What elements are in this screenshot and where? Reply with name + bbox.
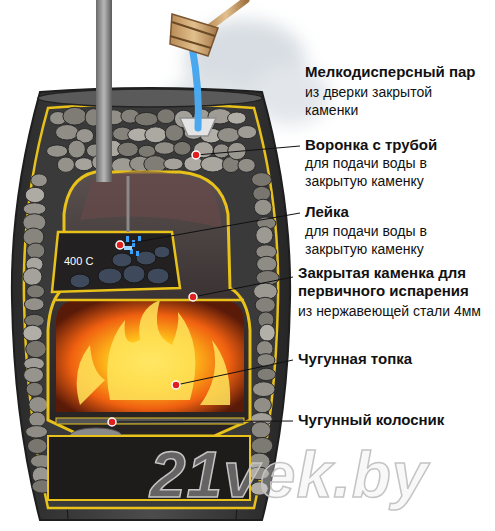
inner-chamber — [48, 172, 250, 436]
stone — [24, 298, 44, 311]
stone — [47, 145, 68, 157]
stone — [75, 158, 94, 171]
callout-dots — [108, 151, 200, 426]
label-heading: Чугунный колосник — [298, 411, 488, 429]
stone — [57, 157, 74, 172]
label-heading: Воронка с трубой — [305, 136, 487, 154]
barrel-rim — [38, 89, 262, 107]
stone — [27, 243, 45, 259]
stone — [25, 187, 45, 202]
stone — [56, 125, 79, 141]
water-drops — [124, 236, 141, 256]
label-heading: Закрытая каменка для первичного испарени… — [298, 264, 488, 300]
temperature-label: 400 C — [64, 255, 108, 268]
watermark: 21vek.by — [150, 440, 490, 510]
water-stream — [192, 46, 198, 128]
ladle-hoops — [170, 22, 215, 48]
label-heading: Лейка — [305, 203, 487, 221]
label-heading: Чугунная топка — [298, 350, 488, 368]
stone — [28, 438, 48, 453]
stone — [164, 158, 183, 170]
flames — [77, 300, 231, 405]
stone — [257, 368, 276, 380]
stone — [259, 324, 275, 341]
stone — [118, 142, 139, 157]
stone — [238, 158, 255, 172]
stone — [254, 199, 272, 215]
label-heading: Мелкодисперсный пар — [305, 63, 487, 81]
stone — [174, 141, 191, 155]
stone — [157, 109, 175, 124]
firebox — [56, 300, 244, 412]
water-pipe — [127, 176, 130, 232]
stone — [253, 186, 271, 200]
stone — [252, 382, 275, 397]
label-text: для подачи воды в закрытую каменку — [305, 222, 487, 258]
stone — [31, 174, 48, 187]
stone — [23, 268, 42, 286]
stone — [68, 140, 85, 158]
label-text: из дверки закрытой каменки — [305, 83, 487, 119]
stone — [29, 397, 48, 413]
stone — [26, 426, 48, 438]
stone — [26, 340, 47, 357]
stone — [63, 107, 87, 125]
stone — [154, 142, 175, 155]
leader-lines — [112, 146, 300, 422]
label-text: из нержавеющей стали 4мм — [298, 302, 488, 320]
stone — [135, 112, 158, 126]
stone — [26, 382, 43, 396]
stone — [251, 422, 271, 438]
stone — [257, 256, 277, 272]
stone — [23, 203, 46, 215]
stone — [27, 285, 45, 298]
firebox-top — [56, 299, 244, 302]
stone — [144, 156, 167, 173]
closed-kamenka — [52, 232, 180, 292]
stone — [29, 412, 46, 427]
stone — [23, 325, 42, 341]
stone — [252, 173, 272, 187]
chimney-pipe — [96, 0, 112, 182]
stone — [201, 156, 225, 172]
stone — [218, 128, 240, 143]
label-text: для подачи воды в закрытую каменку — [305, 154, 487, 190]
stone — [255, 297, 275, 312]
stone — [24, 367, 44, 382]
stone — [145, 127, 167, 143]
stone — [253, 397, 271, 413]
stone — [256, 227, 273, 245]
ladle-bucket — [170, 14, 218, 56]
stone — [228, 112, 247, 124]
stone — [238, 126, 257, 139]
